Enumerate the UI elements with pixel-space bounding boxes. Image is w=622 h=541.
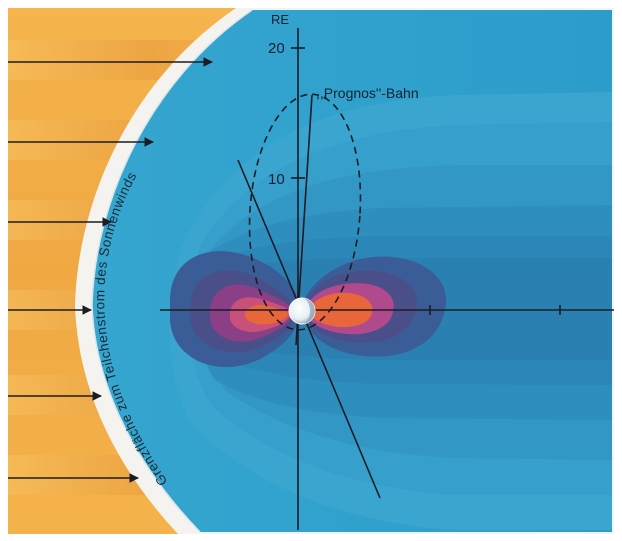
magnetopause-edge [91, 9, 253, 533]
axis-unit-label: RE [271, 12, 289, 27]
prognos-orbit [248, 93, 362, 331]
solar-wind-arrows [8, 57, 213, 483]
field-layers [169, 92, 612, 530]
earth-icon [288, 297, 316, 325]
orbit-label: ,,Prognos''-Bahn [316, 85, 419, 101]
radiation-belts [170, 251, 447, 368]
tick-label-20: 20 [268, 40, 285, 57]
tick-label-10: 10 [268, 171, 285, 188]
tilted-axis-line [237, 159, 381, 499]
axes [160, 28, 614, 530]
